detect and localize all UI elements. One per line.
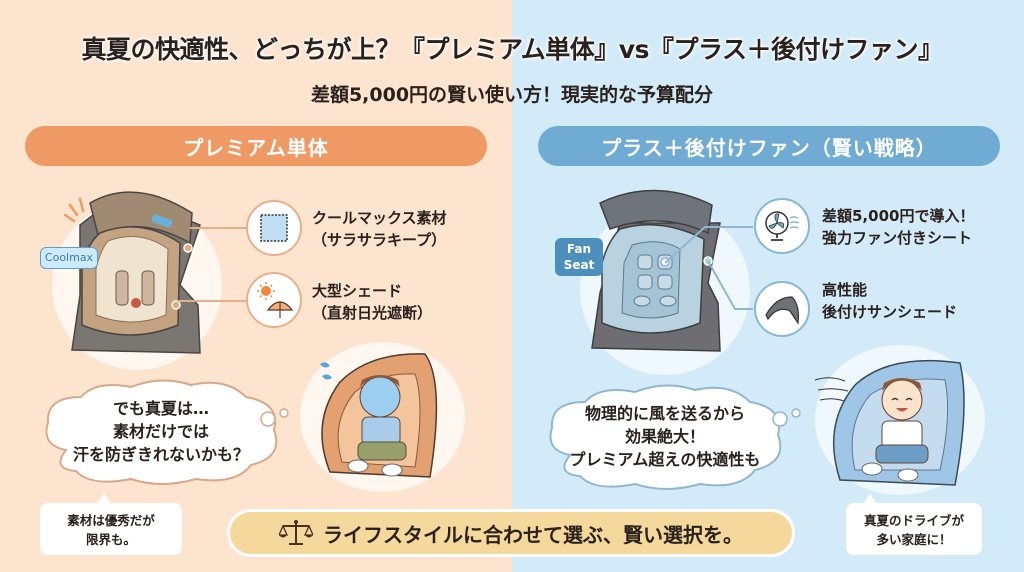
sunshade-icon (765, 296, 799, 325)
feature-detail: （サラサラキープ） (312, 231, 447, 249)
feature-sunshade: 高性能 後付けサンシェード (822, 279, 957, 323)
page-title: 真夏の快適性、どっちが上？『プレミアム単体』vs『プラス＋後付けファン』 (81, 35, 943, 64)
feature-icon-circle (754, 281, 810, 337)
fan-icon (765, 211, 800, 241)
fan-note-callout: 真夏のドライブが 多い家庭に！ (846, 493, 982, 555)
feature-fan-seat: 差額5,000円で導入！ 強力ファン付きシート (822, 205, 974, 249)
premium-heading: プレミアム単体 (25, 126, 487, 166)
feature-large-shade: 大型シェード （直射日光遮断） (312, 280, 432, 324)
feature-title: クールマックス素材 (312, 209, 447, 227)
feature-detail: （直射日光遮断） (312, 304, 433, 322)
feature-icon-circle (754, 198, 810, 254)
conclusion-banner: ライフスタイルに合わせて選ぶ、賢い選択を。 (227, 509, 795, 557)
sun-umbrella-icon (257, 282, 294, 318)
scales-icon (279, 520, 313, 545)
fan-thought-text: 物理的に風を送るから 効果絶大！ プレミアム超えの快適性も (569, 403, 761, 469)
premium-car-seat-illustration (63, 191, 201, 354)
page-subtitle: 差額5,000円の賢い使い方！現実的な予算配分 (310, 84, 714, 106)
coolmax-tag: Coolmax (40, 247, 98, 269)
thought-bubble-dots (772, 408, 801, 427)
feature-coolmax: クールマックス素材 （サラサラキープ） (312, 207, 447, 251)
connector-line (190, 227, 246, 229)
premium-thought-cloud (45, 379, 278, 485)
premium-note-callout: 素材は優秀だが 限界も。 (40, 493, 182, 555)
feature-detail: 後付けサンシェード (822, 303, 958, 321)
feature-title: 大型シェード (312, 282, 403, 300)
sweaty-child-illustration (320, 353, 438, 478)
cool-fabric-icon (260, 214, 288, 242)
feature-title: 高性能 (822, 281, 868, 299)
feature-icon-circle (246, 200, 302, 256)
feature-detail: 強力ファン付きシート (822, 229, 973, 247)
plus-fan-heading: プラス＋後付けファン（賢い戦略） (538, 126, 1000, 166)
thought-bubble-dots (260, 408, 289, 427)
fan-car-seat-illustration (591, 189, 721, 352)
connector-lines (665, 226, 753, 310)
connector-line (178, 300, 246, 302)
fan-seat-tag: Fan Seat (555, 238, 603, 276)
conclusion-text: ライフスタイルに合わせて選ぶ、賢い選択を。 (323, 522, 743, 547)
feature-title: 差額5,000円で導入！ (822, 207, 975, 225)
feature-icon-circle (246, 272, 302, 328)
premium-thought-text: でも真夏は… 素材だけでは 汗を防ぎきれないかも？ (72, 398, 249, 464)
happy-child-illustration (814, 359, 965, 486)
